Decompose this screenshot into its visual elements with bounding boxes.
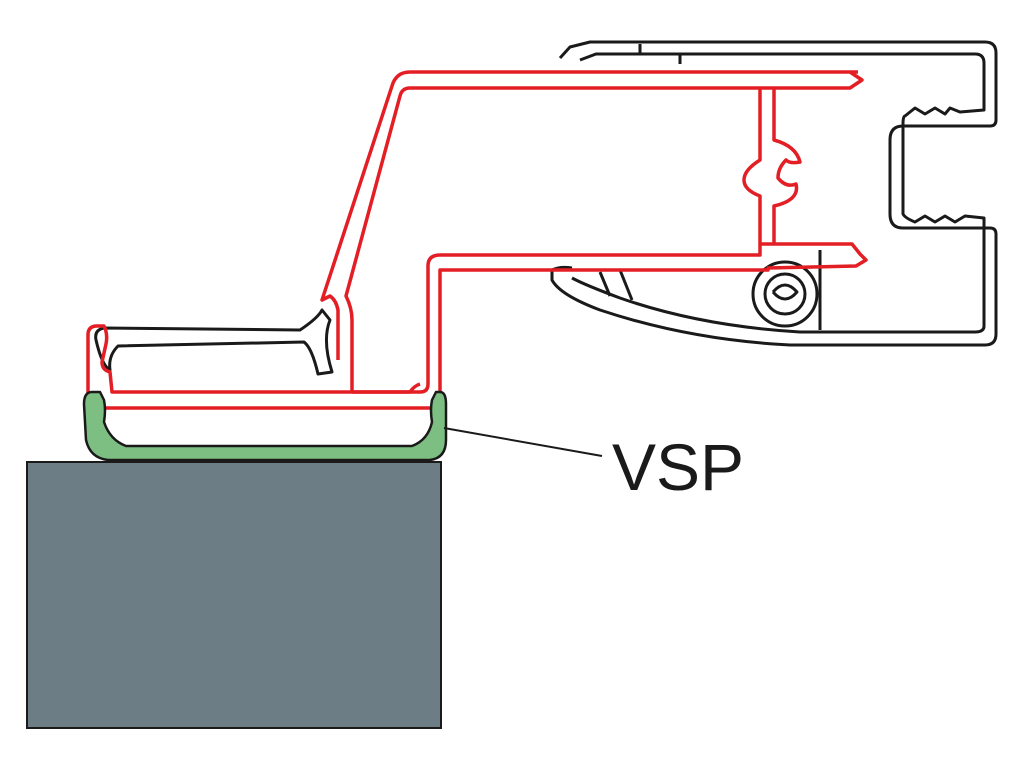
vsp-seal xyxy=(82,390,448,462)
gasket-profile xyxy=(94,308,334,376)
callout-label-vsp: VSP xyxy=(612,430,744,504)
substrate-block xyxy=(26,461,442,729)
outer-frame-profile xyxy=(550,40,998,347)
callout-leader-line xyxy=(443,427,603,457)
hinge-profile-highlight xyxy=(86,70,868,410)
